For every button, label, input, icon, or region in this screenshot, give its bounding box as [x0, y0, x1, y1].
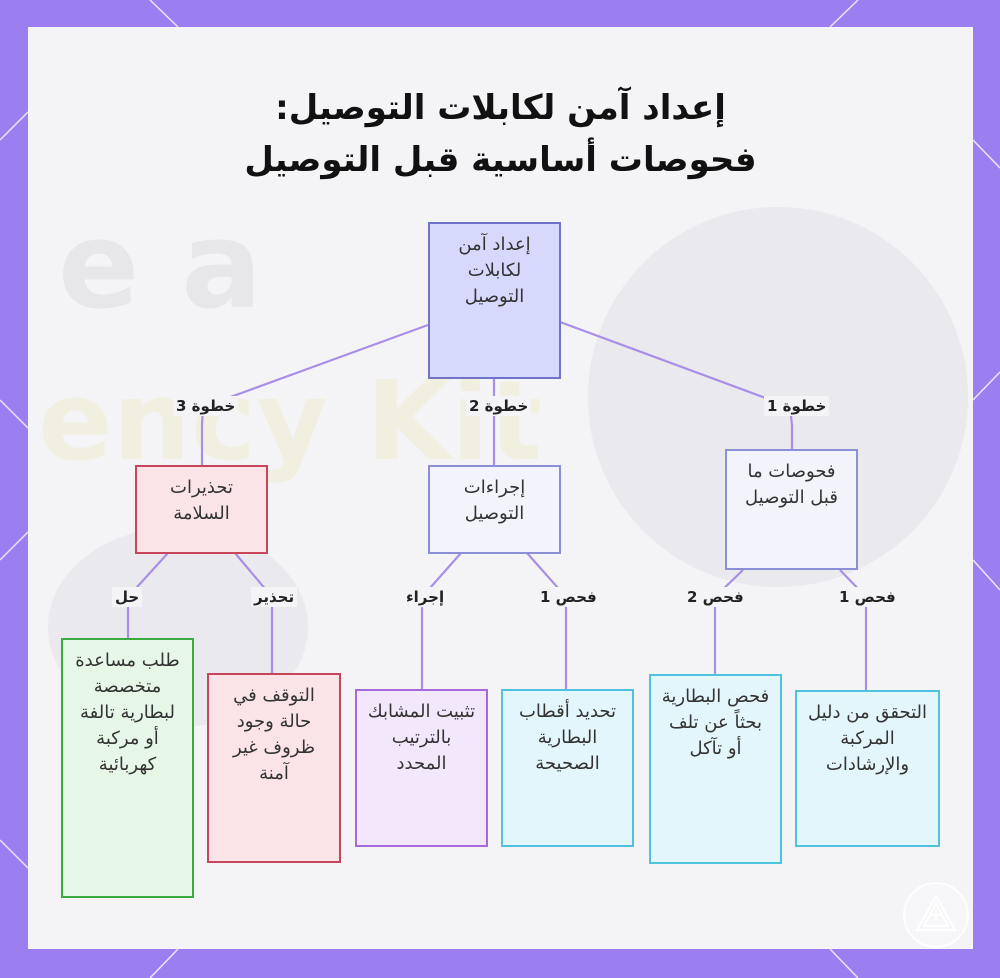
title-line-2: فحوصات أساسية قبل التوصيل [244, 140, 757, 180]
node-pre-checks: فحوصات ما قبل التوصيل [725, 449, 858, 570]
node-root: إعداد آمن لكابلات التوصيل [428, 222, 561, 379]
link-warnings-warning [234, 552, 274, 673]
link-procedures-check1 [526, 552, 568, 689]
edge-label-warning: تحذير [251, 587, 298, 607]
node-identify-poles: تحديد أقطاب البطارية الصحيحة [501, 689, 634, 847]
node-attach-clamps: تثبيت المشابك بالترتيب المحدد [355, 689, 488, 847]
edge-label-solution: حل [112, 587, 143, 607]
node-stop-unsafe: التوقف في حالة وجود ظروف غير آمنة [207, 673, 341, 863]
node-check-manual: التحقق من دليل المركبة والإرشادات [795, 690, 940, 847]
title-line-1: إعداد آمن لكابلات التوصيل: [275, 88, 726, 128]
node-seek-help: طلب مساعدة متخصصة لبطارية تالفة أو مركبة… [61, 638, 194, 898]
edge-label-step1: خطوة 1 [764, 396, 830, 416]
node-pre-checks-label: فحوصات ما قبل التوصيل [745, 461, 838, 508]
node-identify-poles-label: تحديد أقطاب البطارية الصحيحة [518, 701, 617, 774]
node-check-manual-label: التحقق من دليل المركبة والإرشادات [807, 702, 927, 775]
node-check-battery-label: فحص البطارية بحثاً عن تلف أو تآكل [661, 686, 770, 759]
node-check-battery: فحص البطارية بحثاً عن تلف أو تآكل [649, 674, 782, 864]
node-attach-clamps-label: تثبيت المشابك بالترتيب المحدد [367, 701, 476, 774]
diagram-title: إعداد آمن لكابلات التوصيل: فحوصات أساسية… [28, 82, 973, 186]
link-root-step3 [202, 323, 429, 409]
link-root-step1 [559, 320, 791, 409]
node-warnings-label: تحذيرات السلامة [170, 477, 233, 524]
node-seek-help-label: طلب مساعدة متخصصة لبطارية تالفة أو مركبة… [75, 650, 180, 775]
edge-label-step3: خطوة 3 [173, 396, 239, 416]
node-stop-unsafe-label: التوقف في حالة وجود ظروف غير آمنة [232, 685, 316, 784]
node-root-label: إعداد آمن لكابلات التوصيل [458, 234, 531, 307]
node-procedures: إجراءات التوصيل [428, 465, 561, 554]
node-procedures-label: إجراءات التوصيل [463, 477, 526, 524]
link-prechecks-check2 [713, 569, 744, 674]
edge-label-check2-battery: فحص 2 [684, 587, 747, 607]
background-text: e a [58, 197, 263, 336]
link-procedures-action [420, 552, 462, 689]
node-warnings: تحذيرات السلامة [135, 465, 268, 554]
edge-label-check1-manual: فحص 1 [836, 587, 899, 607]
edge-label-check1-poles: فحص 1 [537, 587, 600, 607]
edge-label-action: إجراء [403, 587, 448, 607]
edge-label-step2: خطوة 2 [466, 396, 532, 416]
warning-triangle-logo-icon [903, 882, 969, 948]
